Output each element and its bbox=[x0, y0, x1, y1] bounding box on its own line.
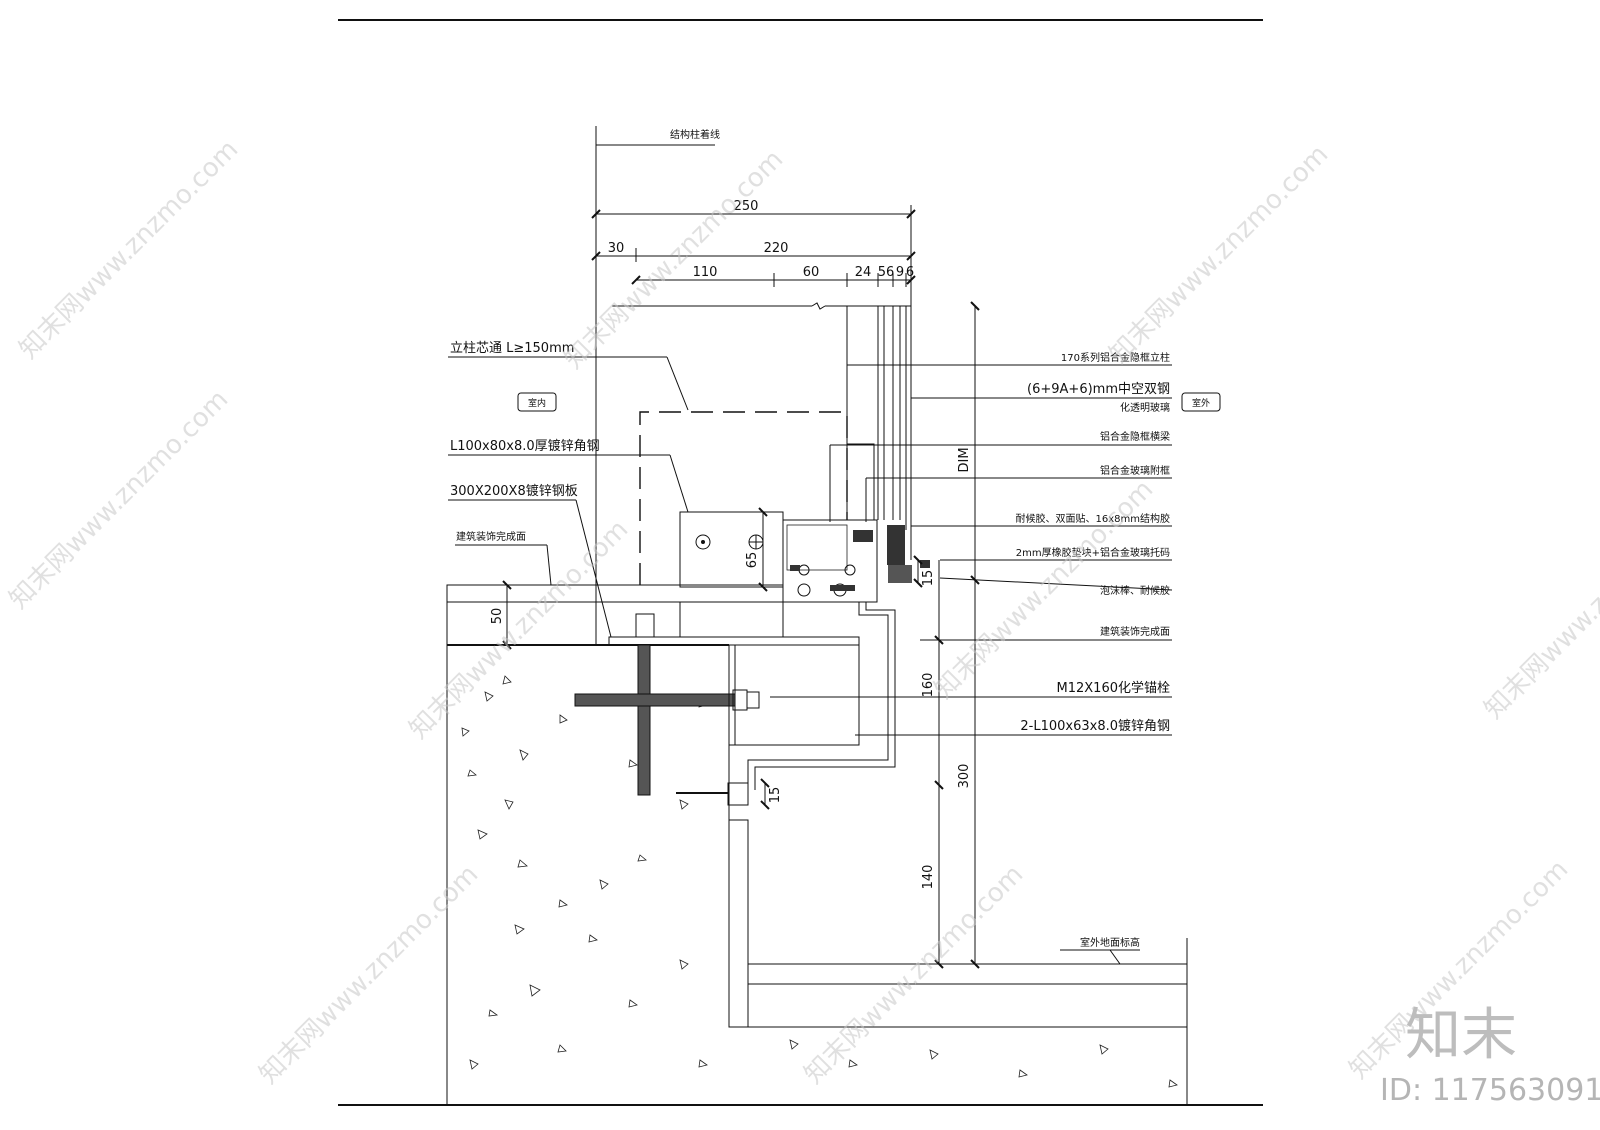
plinth-wall bbox=[728, 819, 749, 1028]
label-mullion-sleeve: 立柱芯通 L≥150mm bbox=[450, 341, 574, 356]
mullion-profile bbox=[612, 302, 930, 603]
brand-watermark: 知末 bbox=[1405, 1003, 1517, 1068]
dim-250: 250 bbox=[734, 199, 759, 214]
vertical-bolt bbox=[635, 613, 655, 796]
dim-110: 110 bbox=[693, 265, 718, 280]
dim-6: 6 bbox=[906, 265, 914, 280]
dim-15-bottom: 15 bbox=[768, 787, 783, 804]
concrete-structure bbox=[446, 585, 1188, 1106]
svg-text:知末网www.znzmo.com: 知末网www.znzmo.com bbox=[1479, 494, 1600, 725]
leader-lines bbox=[448, 356, 1173, 965]
label-glass-1: (6+9A+6)mm中空双钢 bbox=[1027, 382, 1170, 397]
label-mullion: 170系列铝合金隐框立柱 bbox=[1061, 351, 1170, 364]
label-glass-2: 化透明玻璃 bbox=[1120, 401, 1170, 414]
label-outdoor: 室外 bbox=[1192, 397, 1210, 409]
label-sealant: 耐候胶、双面贴、16x8mm结构胶 bbox=[1016, 512, 1171, 525]
svg-text:知末网www.znzmo.com: 知末网www.znzmo.com bbox=[254, 859, 485, 1090]
label-foam-rod: 泡沫棒、耐候胶 bbox=[1100, 584, 1170, 597]
dim-9: 9 bbox=[896, 265, 904, 280]
mullion-sleeve-dashed bbox=[639, 411, 848, 585]
dim-15-top: 15 bbox=[921, 570, 936, 587]
indoor-tag: 室内 bbox=[517, 392, 557, 412]
svg-text:知末网www.znzmo.com: 知末网www.znzmo.com bbox=[4, 384, 235, 615]
small-anchor bbox=[676, 782, 749, 806]
label-outdoor-ground: 室外地面标高 bbox=[1080, 936, 1140, 949]
label-anchor-bolt: M12X160化学锚栓 bbox=[1057, 680, 1170, 696]
dim-160: 160 bbox=[921, 673, 936, 698]
label-angle-steel-top: L100x80x8.0厚镀锌角钢 bbox=[450, 438, 600, 454]
svg-text:知末网www.znzmo.com: 知末网www.znzmo.com bbox=[799, 859, 1030, 1090]
label-glass-frame: 铝合金玻璃附框 bbox=[1100, 464, 1170, 477]
svg-text:知末网www.znzmo.com: 知末网www.znzmo.com bbox=[559, 144, 790, 375]
svg-text:知末网www.znzmo.com: 知末网www.znzmo.com bbox=[1104, 139, 1335, 370]
top-angle-steel bbox=[679, 511, 784, 638]
dim-60: 60 bbox=[803, 265, 820, 280]
outdoor-tag: 室外 bbox=[1181, 392, 1221, 412]
label-transom: 铝合金隐框横梁 bbox=[1100, 430, 1170, 443]
floor-finish bbox=[446, 584, 784, 603]
bottom-angle-steel bbox=[728, 644, 860, 746]
horizontal-bolt bbox=[574, 689, 760, 711]
svg-text:知末网www.znzmo.com: 知末网www.znzmo.com bbox=[404, 514, 635, 745]
dim-24: 24 bbox=[855, 265, 872, 280]
dim-56: 56 bbox=[878, 265, 895, 280]
label-angle-steel-bottom: 2-L100x63x8.0镀锌角钢 bbox=[1020, 718, 1170, 734]
steel-plate bbox=[608, 636, 860, 646]
dim-30: 30 bbox=[608, 241, 625, 256]
dim-220: 220 bbox=[764, 241, 789, 256]
dim-50: 50 bbox=[490, 608, 505, 625]
dim-dim: DIM bbox=[957, 447, 972, 472]
label-finish-right: 建筑装饰完成面 bbox=[1100, 625, 1170, 638]
label-finish-left: 建筑装饰完成面 bbox=[456, 530, 526, 543]
dim-65: 65 bbox=[745, 552, 760, 569]
label-steel-plate: 300X200X8镀锌钢板 bbox=[450, 483, 578, 499]
label-indoor: 室内 bbox=[528, 397, 546, 409]
dimension-lines bbox=[502, 126, 980, 969]
label-rubber-block: 2mm厚橡胶垫块+铝合金玻璃托码 bbox=[1016, 546, 1170, 559]
label-axis-line: 结构柱着线 bbox=[670, 128, 720, 141]
flashing bbox=[747, 602, 889, 785]
dim-300: 300 bbox=[957, 764, 972, 789]
id-watermark: ID: 1175630913 bbox=[1380, 1073, 1600, 1108]
dim-140: 140 bbox=[921, 865, 936, 890]
outdoor-ground bbox=[747, 963, 1188, 1027]
svg-text:知末网www.znzmo.com: 知末网www.znzmo.com bbox=[14, 134, 245, 365]
